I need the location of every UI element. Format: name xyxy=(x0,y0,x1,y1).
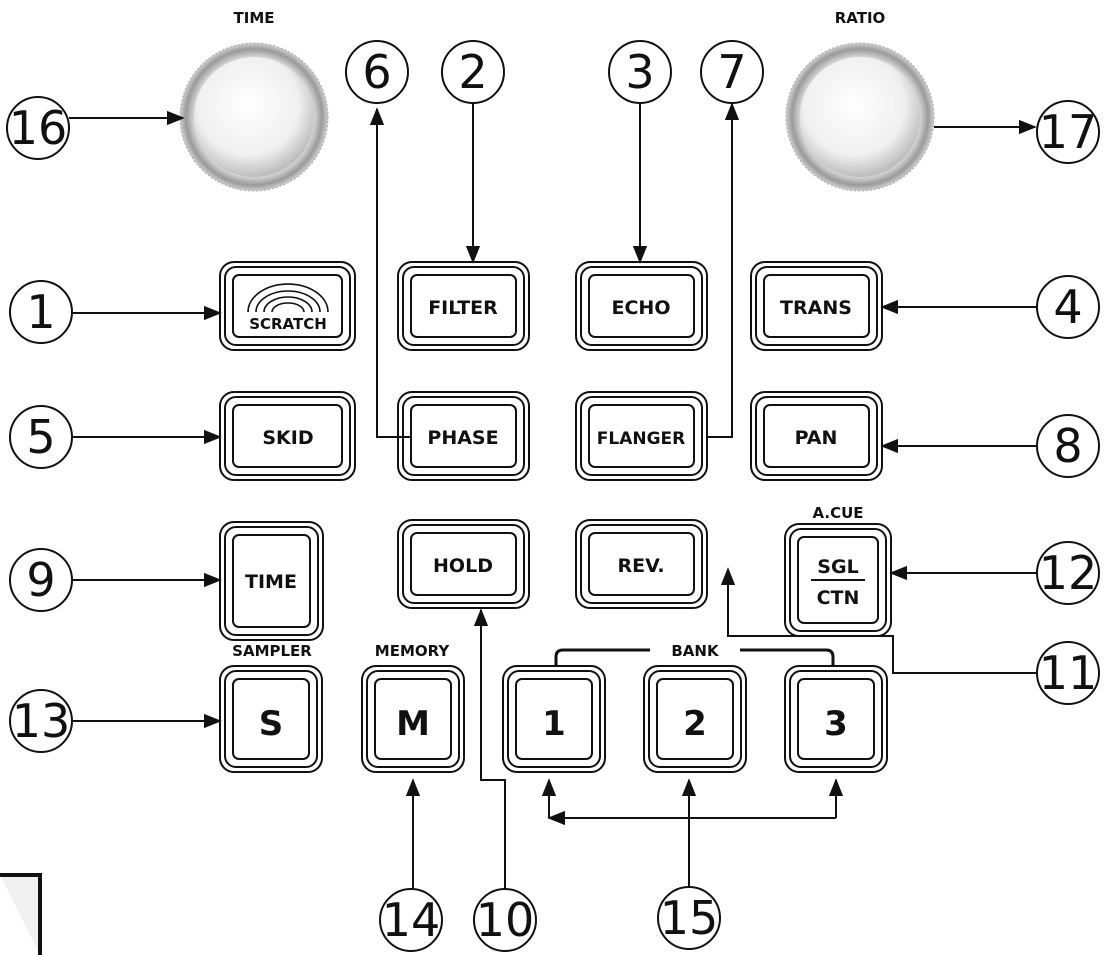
ratio-knob-label: RATIO xyxy=(835,9,886,27)
skid-button[interactable]: SKID xyxy=(219,391,356,481)
svg-text:13: 13 xyxy=(12,694,71,748)
partial-frame xyxy=(0,873,42,955)
hold-button[interactable]: HOLD xyxy=(397,519,530,609)
memory-button[interactable]: M xyxy=(361,665,465,773)
phase-button-label: PHASE xyxy=(427,427,498,449)
svg-text:14: 14 xyxy=(382,893,441,947)
svg-text:9: 9 xyxy=(26,553,55,607)
svg-text:3: 3 xyxy=(625,45,654,99)
scratch-button-label: SCRATCH xyxy=(249,315,327,333)
callout-8: 8 xyxy=(1036,414,1100,478)
memory-label: MEMORY xyxy=(375,642,451,660)
rev-button-label: REV. xyxy=(617,555,664,577)
callout-2: 2 xyxy=(441,40,505,104)
filter-button-label: FILTER xyxy=(428,297,498,319)
bank-2-label: 2 xyxy=(683,704,707,744)
svg-text:11: 11 xyxy=(1039,646,1098,700)
callout-5: 5 xyxy=(9,405,73,469)
memory-button-label: M xyxy=(396,704,430,744)
bank-1-button[interactable]: 1 xyxy=(502,665,606,773)
callout-3: 3 xyxy=(608,40,672,104)
bank-2-button[interactable]: 2 xyxy=(643,665,747,773)
svg-text:12: 12 xyxy=(1039,546,1098,600)
hold-button-label: HOLD xyxy=(433,555,493,577)
svg-text:8: 8 xyxy=(1053,419,1082,473)
sgl-label: SGL xyxy=(817,556,858,578)
pan-button-label: PAN xyxy=(795,427,838,449)
svg-text:1: 1 xyxy=(26,285,55,339)
time-button[interactable]: TIME xyxy=(219,521,324,641)
trans-button-label: TRANS xyxy=(780,297,852,319)
bank-label: BANK xyxy=(671,642,720,660)
ratio-knob[interactable] xyxy=(785,42,935,192)
callout-11: 11 xyxy=(1036,641,1100,705)
rev-button[interactable]: REV. xyxy=(575,519,708,609)
svg-text:10: 10 xyxy=(476,893,535,947)
callout-12: 12 xyxy=(1036,541,1100,605)
svg-text:17: 17 xyxy=(1039,105,1098,159)
svg-text:5: 5 xyxy=(26,410,55,464)
callout-15: 15 xyxy=(657,886,721,950)
time-knob-label: TIME xyxy=(234,9,275,27)
time-knob[interactable] xyxy=(179,42,329,192)
bank-3-button[interactable]: 3 xyxy=(784,665,888,773)
phase-button[interactable]: PHASE xyxy=(397,391,530,481)
callout-14: 14 xyxy=(379,888,443,952)
sampler-button[interactable]: S xyxy=(219,665,323,773)
callout-4: 4 xyxy=(1036,275,1100,339)
flanger-button[interactable]: FLANGER xyxy=(575,391,708,481)
callout-10: 10 xyxy=(473,888,537,952)
callout-7: 7 xyxy=(700,40,764,104)
svg-text:6: 6 xyxy=(362,45,391,99)
leader-lines xyxy=(69,102,1037,889)
echo-button[interactable]: ECHO xyxy=(575,261,708,351)
callout-16: 16 xyxy=(6,96,70,160)
pan-button[interactable]: PAN xyxy=(750,391,883,481)
filter-button[interactable]: FILTER xyxy=(397,261,530,351)
trans-button[interactable]: TRANS xyxy=(750,261,883,351)
sampler-button-label: S xyxy=(259,704,284,744)
echo-button-label: ECHO xyxy=(612,297,671,319)
bank-1-label: 1 xyxy=(542,704,566,744)
callout-13: 13 xyxy=(9,689,73,753)
svg-text:2: 2 xyxy=(458,45,487,99)
bank-3-label: 3 xyxy=(824,704,848,744)
svg-text:7: 7 xyxy=(717,45,746,99)
callout-17: 17 xyxy=(1036,100,1100,164)
sgl-ctn-button[interactable]: SGL CTN xyxy=(784,523,892,637)
time-button-label: TIME xyxy=(245,571,297,593)
callout-9: 9 xyxy=(9,548,73,612)
flanger-button-label: FLANGER xyxy=(597,429,686,449)
svg-text:16: 16 xyxy=(9,101,68,155)
scratch-arcs-icon xyxy=(247,283,329,313)
callout-6: 6 xyxy=(345,40,409,104)
skid-button-label: SKID xyxy=(262,427,313,449)
acue-label: A.CUE xyxy=(812,504,863,522)
ctn-label: CTN xyxy=(817,587,860,609)
sampler-label: SAMPLER xyxy=(232,642,312,660)
svg-text:15: 15 xyxy=(660,891,719,945)
callout-1: 1 xyxy=(9,280,73,344)
scratch-button[interactable]: SCRATCH xyxy=(219,261,356,351)
svg-text:4: 4 xyxy=(1053,280,1082,334)
bank-bracket xyxy=(554,648,835,665)
